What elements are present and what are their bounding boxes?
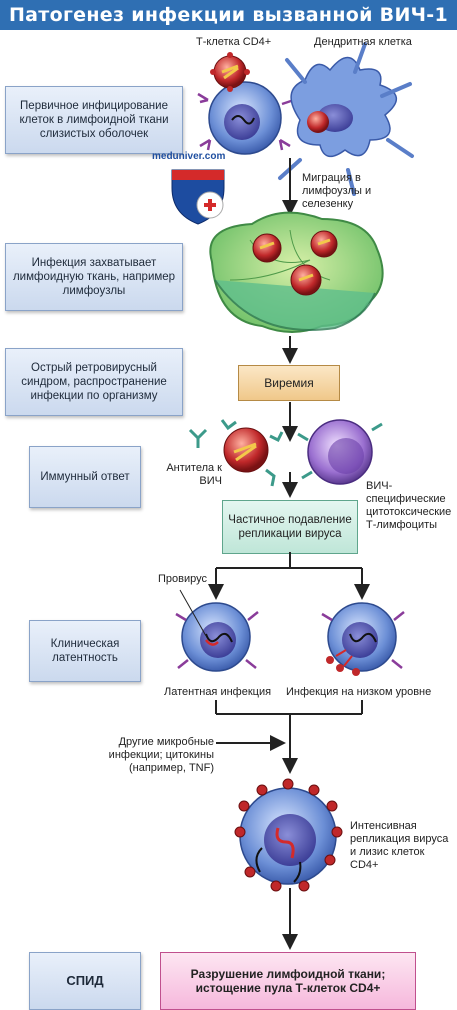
hiv-virion-icon	[223, 427, 269, 473]
diagram-title: Патогенез инфекции вызванной ВИЧ-1	[0, 0, 457, 30]
stage-aids-text: СПИД	[66, 973, 104, 988]
stage-immune-text: Иммунный ответ	[40, 471, 130, 483]
stage-aids: СПИД	[29, 952, 141, 1010]
destruction-box: Разрушение лимфоидной ткани; истощение п…	[160, 952, 416, 1010]
cd4-cell-label: Т-клетка CD4+	[196, 36, 272, 48]
ctl-label: ВИЧ-специфические цитотоксические Т-лимф…	[366, 480, 452, 531]
cd4-t-cell-icon	[197, 81, 295, 155]
hiv-virion-icon	[252, 230, 338, 296]
stage-primary-infection: Первичное инфицирование клеток в лимфоид…	[5, 86, 183, 154]
provirus-label: Провирус	[158, 573, 208, 585]
migration-label: Миграция в лимфоузлы и селезенку	[302, 172, 372, 210]
stage-acute-text: Острый ретровирусный синдром, распростра…	[21, 362, 167, 402]
stage-immune-response: Иммунный ответ	[29, 446, 141, 508]
stage-clinical-latency: Клиническая латентность	[29, 620, 141, 682]
low-level-infection-label: Инфекция на низком уровне	[286, 686, 432, 698]
stage-lymphoid-text: Инфекция захватывает лимфоидную ткань, н…	[12, 257, 176, 297]
intensive-replication-label: Интенсивная репликация вируса и лизис кл…	[350, 820, 449, 871]
suppression-text: Частичное подавление репликации вируса	[228, 514, 352, 540]
dendritic-cell-label: Дендритная клетка	[314, 36, 412, 48]
latent-infection-label: Латентная инфекция	[164, 686, 272, 698]
viremia-text: Виремия	[264, 376, 314, 390]
cytotoxic-t-cell-icon	[297, 419, 383, 485]
suppression-box: Частичное подавление репликации вируса	[222, 500, 358, 554]
watermark: meduniver.com	[152, 151, 226, 162]
antibodies-label: Антитела к ВИЧ	[166, 462, 222, 487]
cofactors-label: Другие микробные инфекции; цитокины (нап…	[108, 736, 214, 774]
cd4-t-cell-icon	[234, 778, 343, 892]
dendritic-cell-icon	[278, 42, 414, 196]
stage-acute-syndrome: Острый ретровирусный синдром, распростра…	[5, 348, 183, 416]
stage-primary-text: Первичное инфицирование клеток в лимфоид…	[19, 100, 169, 140]
cd4-t-cell-icon	[175, 602, 259, 672]
hiv-virion-icon	[210, 52, 250, 92]
destruction-text: Разрушение лимфоидной ткани; истощение п…	[190, 967, 386, 995]
antibody-icon	[188, 419, 284, 487]
viremia-box: Виремия	[238, 365, 340, 401]
stage-lymphoid-infection: Инфекция захватывает лимфоидную ткань, н…	[5, 243, 183, 311]
medical-shield-icon	[171, 169, 225, 225]
cd4-t-cell-icon	[321, 602, 405, 676]
stage-latency-text: Клиническая латентность	[50, 638, 120, 664]
